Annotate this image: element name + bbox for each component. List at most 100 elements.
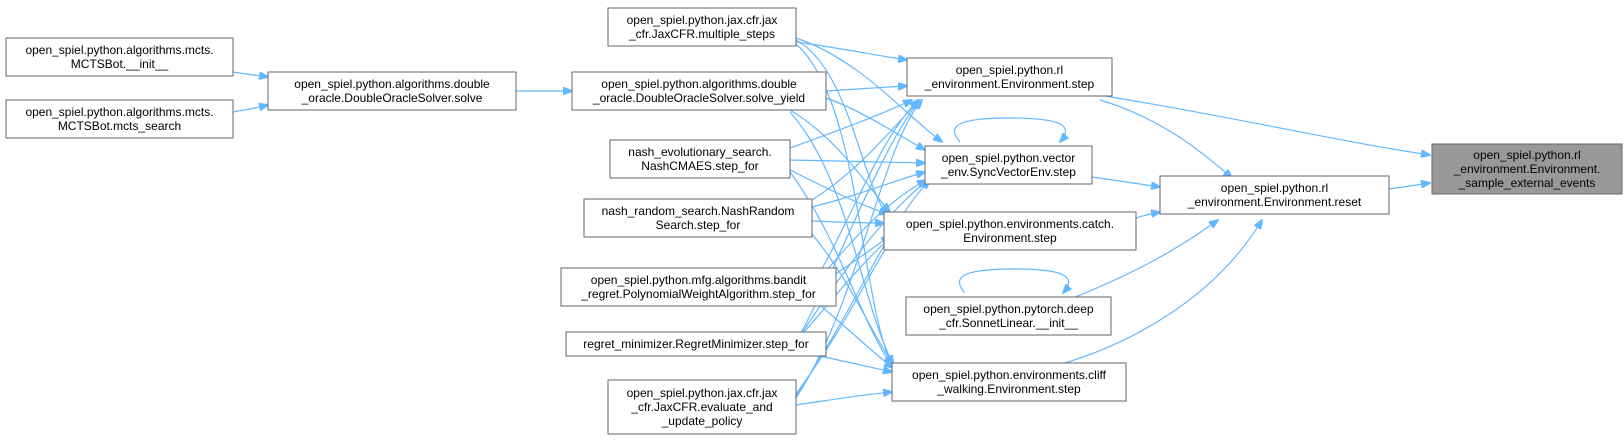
node-label-line: MCTSBot.__init__	[71, 57, 169, 71]
node-label-line: _cfr.SonnetLinear.__init__	[938, 316, 1078, 330]
node-label-line: _regret.PolynomialWeightAlgorithm.step_f…	[580, 287, 816, 301]
node-mcts-init[interactable]: open_spiel.python.algorithms.mcts.MCTSBo…	[5, 37, 234, 77]
node-label-line: open_spiel.python.environments.catch.	[906, 217, 1114, 231]
node-label-line: open_spiel.python.pytorch.deep	[923, 302, 1093, 316]
node-label-line: Search.step_for	[656, 218, 741, 232]
node-label-line: Environment.step	[963, 231, 1057, 245]
node-label-line: open_spiel.python.algorithms.mcts.	[25, 43, 213, 57]
edge-cliff_step-reset	[1039, 220, 1262, 371]
graph-edges	[232, 37, 1430, 406]
node-catch-step[interactable]: open_spiel.python.environments.catch.Env…	[883, 211, 1137, 251]
node-sonnet[interactable]: open_spiel.python.pytorch.deep_cfr.Sonne…	[905, 296, 1112, 336]
edge-mfg_bandit-vec_step	[815, 180, 926, 284]
node-label-line: _environment.Environment.reset	[1187, 195, 1362, 209]
edge-rl_step-reset	[1099, 99, 1232, 178]
edge-jax_eval-cliff_step	[795, 392, 892, 406]
node-box	[560, 267, 837, 307]
edge-mcts_init-do_solve	[232, 71, 268, 77]
edge-rl_step-root	[1104, 95, 1430, 155]
edge-nash_evo-rl_step	[789, 100, 912, 149]
node-regret-min[interactable]: regret_minimizer.RegretMinimizer.step_fo…	[565, 331, 827, 357]
node-mcts-search[interactable]: open_spiel.python.algorithms.mcts.MCTSBo…	[5, 99, 234, 139]
node-label-line: nash_evolutionary_search.	[628, 145, 771, 159]
edge-jax_eval-rl_step	[795, 100, 922, 399]
node-box	[565, 331, 827, 357]
node-box	[924, 145, 1093, 185]
node-label-line: open_spiel.python.algorithms.mcts.	[25, 105, 213, 119]
edge-mcts_search-do_solve	[232, 105, 268, 113]
node-label-line: open_spiel.python.algorithms.double	[601, 77, 797, 91]
edge-nash_rand-vec_step	[811, 172, 925, 208]
edge-do_yield-vec_step	[825, 97, 925, 150]
node-nash-evo[interactable]: nash_evolutionary_search.NashCMAES.step_…	[609, 139, 791, 179]
node-vec-step[interactable]: open_spiel.python.vector_env.SyncVectorE…	[924, 145, 1093, 185]
node-label-line: _update_policy	[661, 414, 743, 428]
node-box	[906, 57, 1113, 97]
edge-nash_evo-catch_step	[789, 169, 888, 214]
node-label-line: MCTSBot.mcts_search	[58, 119, 181, 133]
edge-jax_multi-catch_step	[795, 39, 888, 216]
edge-vec_step-reset	[1091, 176, 1160, 187]
node-box	[609, 139, 791, 179]
node-box	[583, 198, 813, 238]
node-label-line: nash_random_search.NashRandom	[602, 204, 795, 218]
edge-sonnet-reset	[1059, 220, 1218, 304]
node-box	[267, 71, 517, 111]
node-label-line: open_spiel.python.environments.cliff	[912, 368, 1107, 382]
edge-catch_step-reset	[1135, 212, 1160, 219]
node-root[interactable]: open_spiel.python.rl_environment.Environ…	[1431, 143, 1623, 195]
node-label-line: _environment.Environment.step	[924, 77, 1095, 91]
node-do-yield[interactable]: open_spiel.python.algorithms.double_orac…	[571, 71, 827, 111]
node-jax-eval[interactable]: open_spiel.python.jax.cfr.jax_cfr.JaxCFR…	[607, 379, 797, 435]
node-label-line: _cfr.JaxCFR.evaluate_and	[630, 400, 772, 414]
node-label-line: open_spiel.python.jax.cfr.jax	[627, 386, 778, 400]
node-box	[607, 7, 797, 47]
node-box	[891, 362, 1127, 402]
node-label-line: open_spiel.python.jax.cfr.jax	[627, 13, 778, 27]
node-label-line: _cfr.JaxCFR.multiple_steps	[628, 27, 775, 41]
node-label-line: open_spiel.python.rl	[956, 63, 1063, 77]
edge-nash_rand-rl_step	[811, 100, 920, 201]
node-cliff-step[interactable]: open_spiel.python.environments.cliff_wal…	[891, 362, 1127, 402]
node-reset[interactable]: open_spiel.python.rl_environment.Environ…	[1159, 175, 1390, 215]
edge-regret_min-vec_step	[799, 180, 928, 337]
edge-vec_step-self	[954, 117, 1065, 142]
graph-nodes: open_spiel.python.rl_environment.Environ…	[5, 7, 1623, 435]
node-label-line: _environment.Environment.	[1453, 162, 1601, 176]
node-box	[571, 71, 827, 111]
node-jax-multi[interactable]: open_spiel.python.jax.cfr.jax_cfr.JaxCFR…	[607, 7, 797, 47]
node-box	[1431, 143, 1623, 195]
node-box	[883, 211, 1137, 251]
node-label-line: _walking.Environment.step	[936, 382, 1081, 396]
node-label-line: _oracle.DoubleOracleSolver.solve	[301, 91, 483, 105]
node-do-solve[interactable]: open_spiel.python.algorithms.double_orac…	[267, 71, 517, 111]
edge-reset-root	[1388, 183, 1430, 190]
node-label-line: regret_minimizer.RegretMinimizer.step_fo…	[583, 337, 808, 351]
edge-nash_evo-cliff_step	[789, 171, 892, 366]
node-nash-rand[interactable]: nash_random_search.NashRandomSearch.step…	[583, 198, 813, 238]
edge-nash_rand-cliff_step	[811, 233, 894, 366]
node-box	[905, 296, 1112, 336]
node-label-line: open_spiel.python.mfg.algorithms.bandit	[591, 273, 807, 287]
edge-nash_rand-catch_step	[811, 221, 884, 223]
edge-jax_multi-vec_step	[795, 37, 942, 142]
node-label-line: _oracle.DoubleOracleSolver.solve_yield	[592, 91, 805, 105]
node-label-line: open_spiel.python.rl	[1473, 148, 1580, 162]
node-label-line: open_spiel.python.vector	[942, 151, 1075, 165]
edge-do_yield-rl_step	[825, 86, 907, 92]
node-box	[5, 99, 234, 139]
node-label-line: NashCMAES.step_for	[641, 159, 758, 173]
node-label-line: open_spiel.python.algorithms.double	[294, 77, 490, 91]
node-mfg-bandit[interactable]: open_spiel.python.mfg.algorithms.bandit_…	[560, 267, 837, 307]
node-rl-step[interactable]: open_spiel.python.rl_environment.Environ…	[906, 57, 1113, 97]
node-label-line: open_spiel.python.rl	[1221, 181, 1328, 195]
edge-mfg_bandit-rl_step	[815, 100, 918, 281]
node-box	[1159, 175, 1390, 215]
edge-nash_evo-vec_step	[789, 160, 925, 163]
edge-do_yield-catch_step	[789, 109, 890, 212]
edge-mfg_bandit-cliff_step	[815, 301, 893, 368]
edge-sonnet-self	[959, 268, 1068, 293]
node-box	[5, 37, 234, 77]
node-label-line: _env.SyncVectorEnv.step	[940, 165, 1076, 179]
